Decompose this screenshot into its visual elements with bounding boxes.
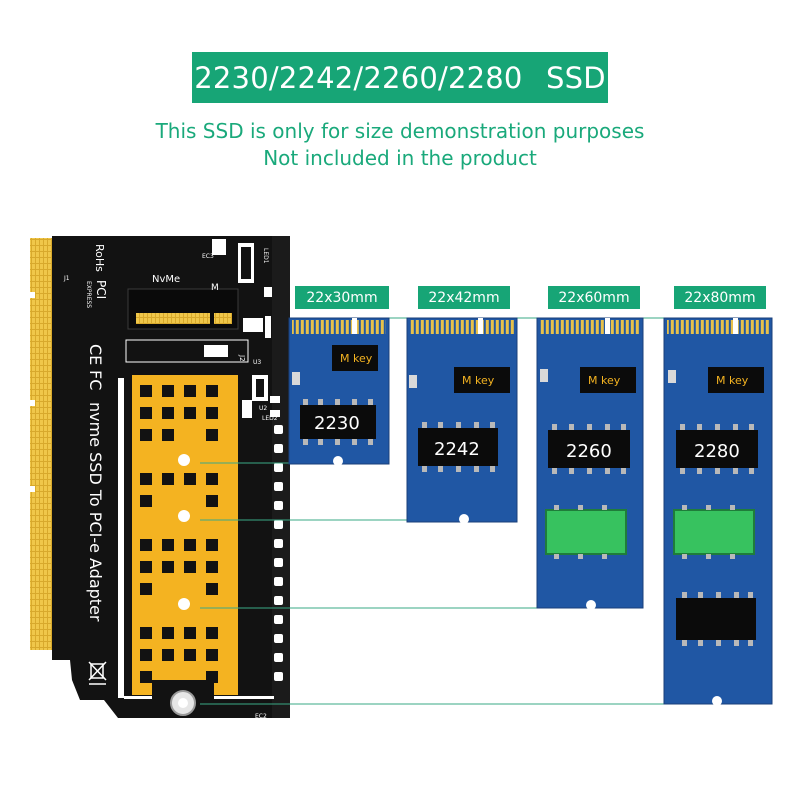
ssd-2230: M key 2230 <box>288 317 390 466</box>
silk-u2: U2 <box>259 405 267 412</box>
silk-led1: LED1 <box>262 248 269 264</box>
notice-line-1: This SSD is only for size demonstration … <box>155 119 645 143</box>
ssd-2280-key-label: M key <box>716 374 749 387</box>
ssd-2242-chip-label: 2242 <box>434 439 480 460</box>
silk-rohs: RoHs <box>93 244 106 272</box>
silk-slot-label: NvMe <box>152 274 180 285</box>
ssd-2242-key-label: M key <box>462 374 495 387</box>
notice-line-2: Not included in the product <box>263 146 537 170</box>
silk-pci: PCI <box>94 280 108 299</box>
ssd-2280: M key 2280 <box>663 317 773 706</box>
size-badge-2260: 22x60mm <box>548 286 640 309</box>
ssd-2242: M key 2242 <box>406 317 518 524</box>
silk-led2: LED2 <box>262 415 278 422</box>
silk-product-name: nvme SSD To PCI-e Adapter <box>86 402 105 622</box>
size-badge-2280: 22x80mm <box>674 286 766 309</box>
weee-bin-icon <box>88 661 107 685</box>
silk-express: EXPRESS <box>85 281 92 308</box>
ssd-2230-key-label: M key <box>340 352 373 365</box>
silk-ce: CE <box>86 344 105 365</box>
silk-slot-key: M <box>211 283 219 293</box>
pcie-gold-fingers <box>30 238 56 650</box>
silk-fc: FC <box>86 370 105 390</box>
heatsink-pad <box>132 375 238 695</box>
size-badge-2242: 22x42mm <box>418 286 510 309</box>
silk-ec2: EC2 <box>255 713 267 720</box>
title-text: 2230/2242/2260/2280 SSD <box>194 60 606 95</box>
ssd-2230-chip-label: 2230 <box>314 413 360 434</box>
ssd-2280-chip-label: 2280 <box>694 441 740 462</box>
ssd-2260-key-label: M key <box>588 374 621 387</box>
title-banner: 2230/2242/2260/2280 SSD <box>192 52 608 103</box>
ssd-2260-chip-label: 2260 <box>566 441 612 462</box>
silk-j1: J1 <box>63 275 70 282</box>
pcie-adapter-card: RoHs PCI EXPRESS CE FC nvme SSD To PCI-e… <box>27 236 290 720</box>
silk-an1: AN1 <box>252 319 259 332</box>
silk-ec3: EC3 <box>202 253 214 260</box>
silk-u3: U3 <box>253 359 261 366</box>
silk-j2: J2 <box>238 354 246 362</box>
ssd-2260: M key 2260 <box>536 317 644 610</box>
size-badge-2230: 22x30mm <box>295 286 389 309</box>
